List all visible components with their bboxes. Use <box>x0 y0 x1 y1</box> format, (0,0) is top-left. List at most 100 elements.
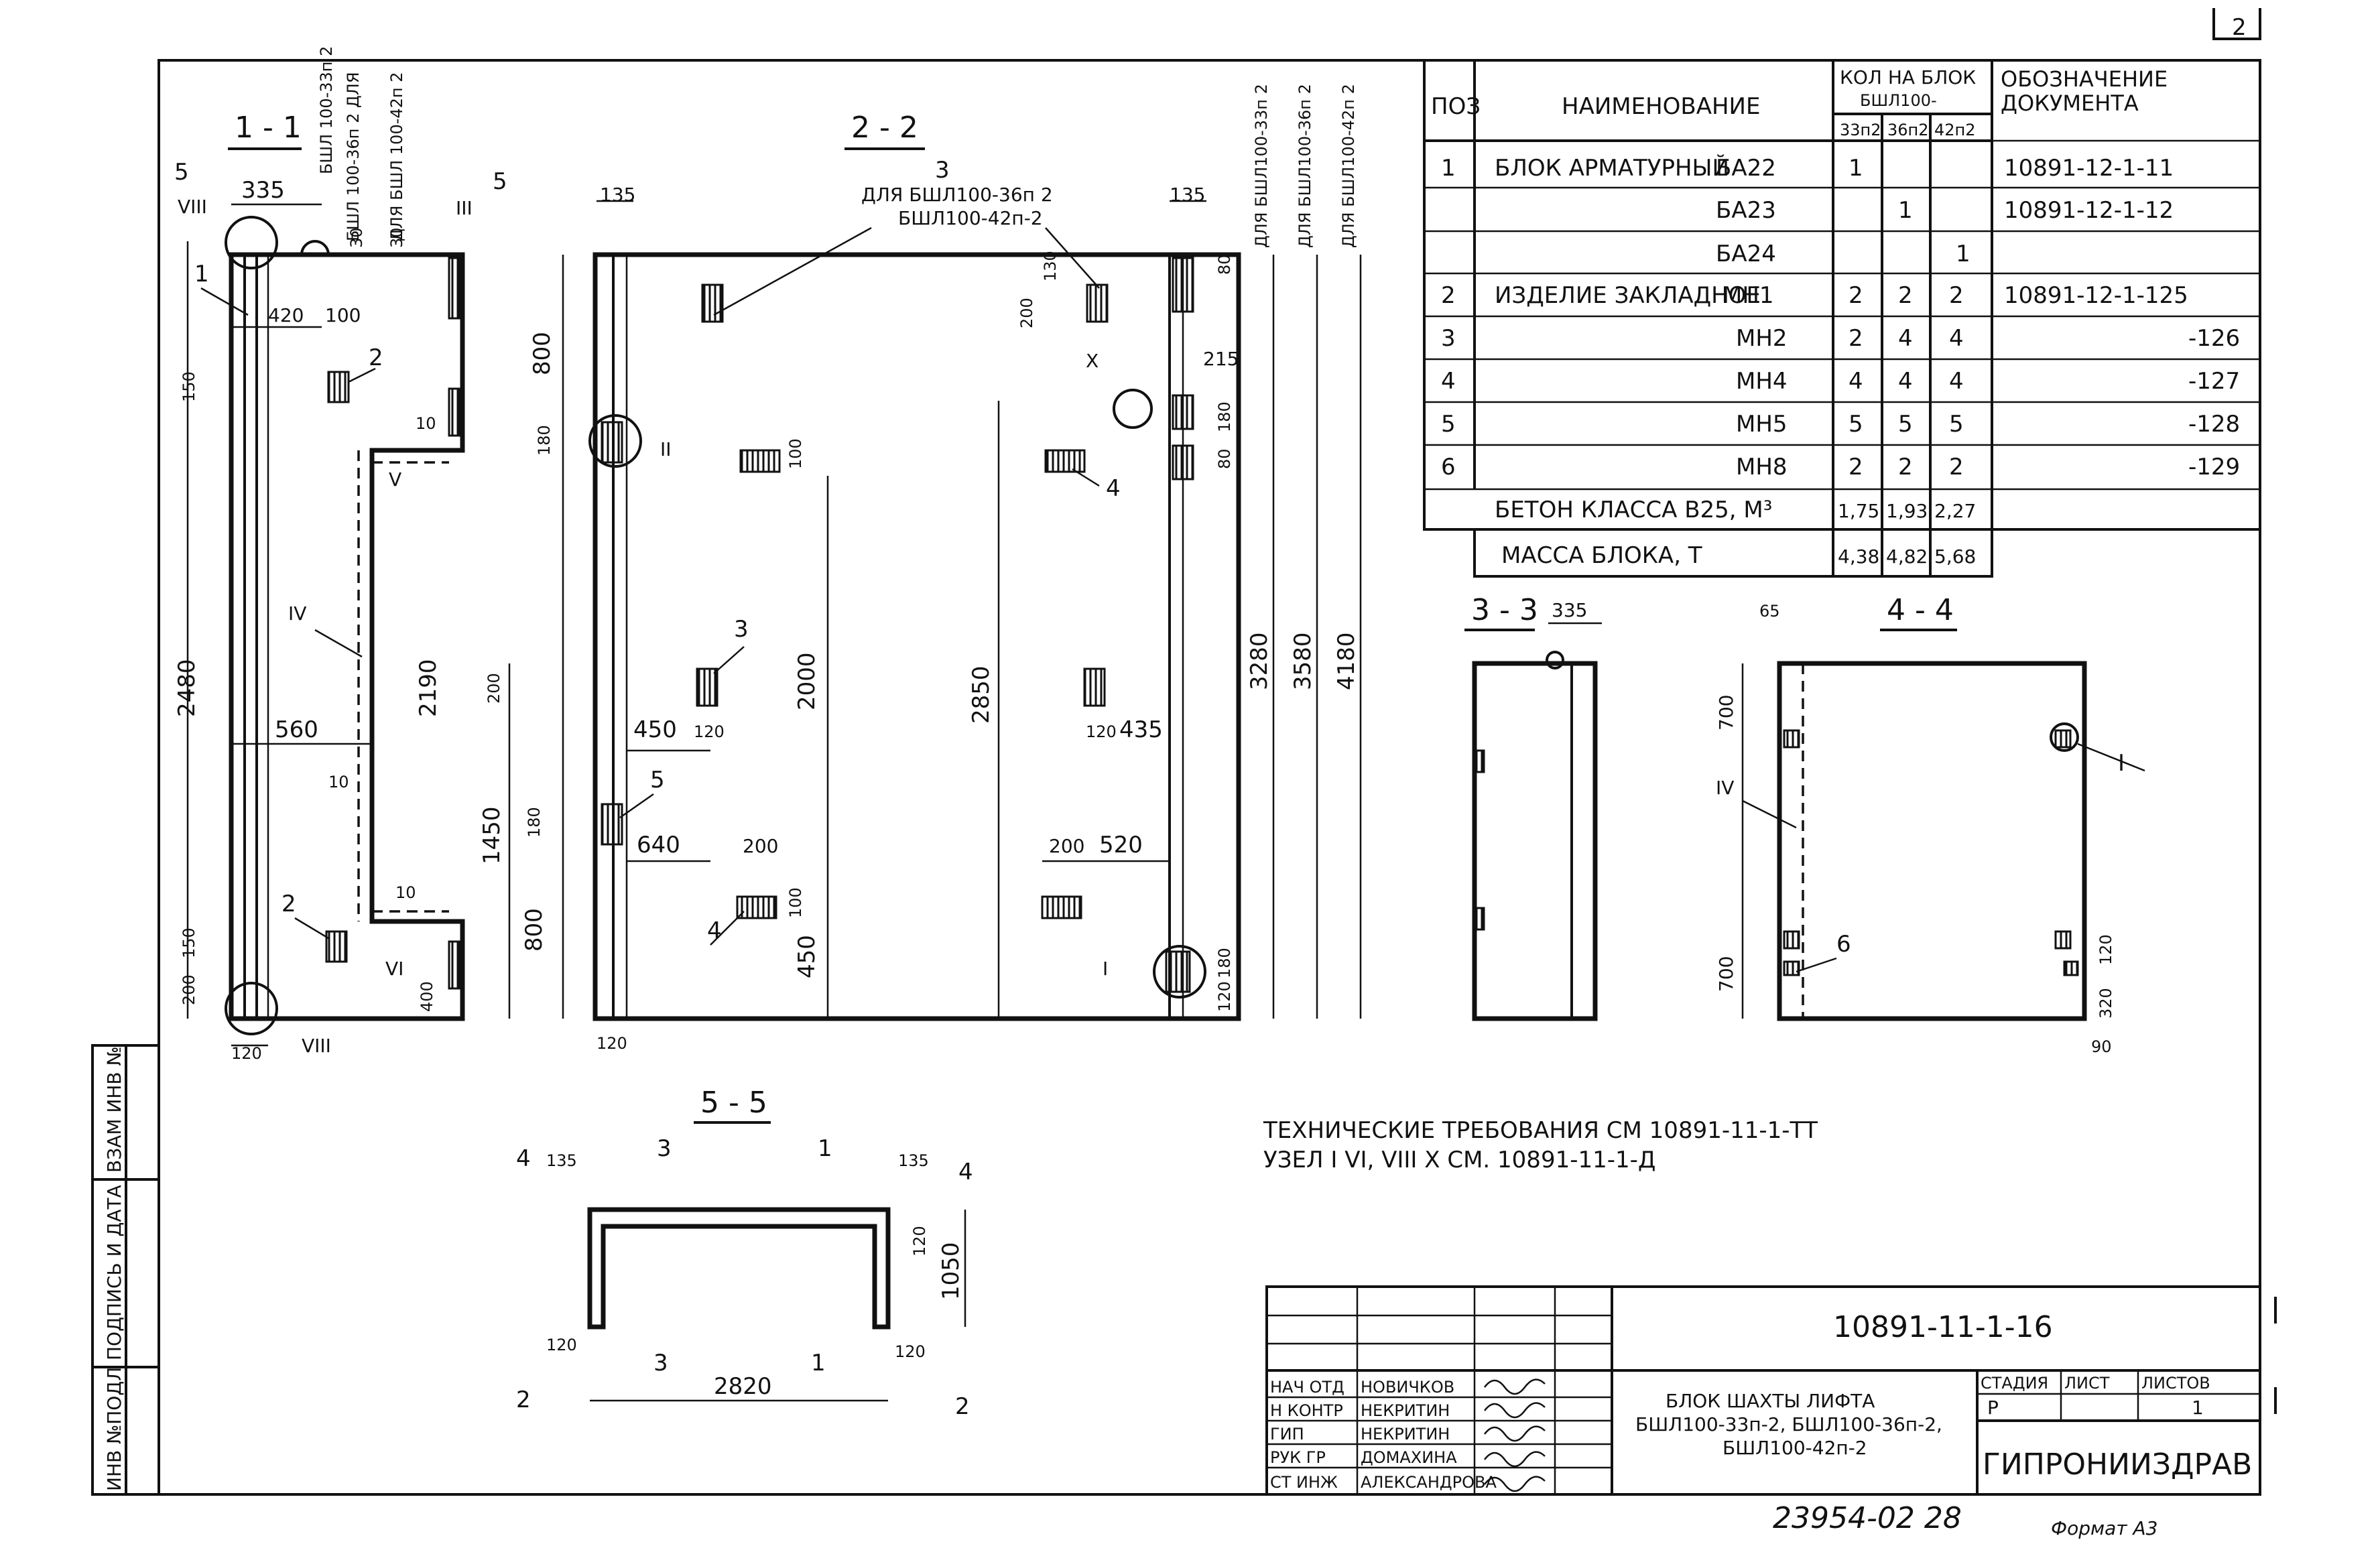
svg-text:VIII: VIII <box>178 196 207 218</box>
svg-text:ДОМАХИНА: ДОМАХИНА <box>1361 1448 1457 1467</box>
svg-text:5: 5 <box>1898 411 1913 438</box>
svg-text:200: 200 <box>485 673 503 704</box>
svg-text:2: 2 <box>1949 454 1964 480</box>
svg-text:2: 2 <box>1849 325 1863 352</box>
header-pos: ПОЗ <box>1431 93 1481 120</box>
svg-text:180: 180 <box>535 425 554 456</box>
signature-mark <box>1484 1476 1546 1492</box>
svg-text:-129: -129 <box>2188 454 2240 480</box>
section-3-3: 3 - 3 335 <box>1464 593 1602 1021</box>
svg-text:4: 4 <box>1949 368 1964 395</box>
svg-text:320: 320 <box>2096 988 2115 1019</box>
signature-mark <box>1484 1425 1546 1442</box>
svg-text:120: 120 <box>1215 981 1234 1012</box>
svg-text:1: 1 <box>1898 197 1913 224</box>
sheet-footer-code: 23954-02 28 <box>1773 1501 1962 1535</box>
svg-text:2: 2 <box>1949 282 1964 309</box>
svg-text:1: 1 <box>1956 241 1970 267</box>
table-row: 4 МН4 4 4 4 -127 <box>1441 368 2240 395</box>
svg-text:ДЛЯ БШЛ100-42п 2: ДЛЯ БШЛ100-42п 2 <box>1339 84 1358 248</box>
svg-text:1: 1 <box>1441 155 1456 182</box>
svg-text:1,75: 1,75 <box>1838 500 1879 522</box>
svg-text:ИЗДЕЛИЕ ЗАКЛАДНОЕ: ИЗДЕЛИЕ ЗАКЛАДНОЕ <box>1495 282 1761 309</box>
svg-text:100: 100 <box>325 304 361 326</box>
svg-text:2: 2 <box>1898 454 1913 480</box>
svg-text:4: 4 <box>516 1145 531 1172</box>
svg-text:4: 4 <box>958 1159 973 1185</box>
svg-text:640: 640 <box>637 832 680 858</box>
svg-text:IV: IV <box>288 602 306 625</box>
header-col-33: 33п2 <box>1840 121 1881 139</box>
svg-text:120: 120 <box>2096 934 2115 965</box>
svg-text:6: 6 <box>1836 931 1851 958</box>
svg-text:1450: 1450 <box>479 806 505 864</box>
page-number-box <box>2212 8 2261 40</box>
svg-text:180: 180 <box>1215 401 1234 432</box>
svg-text:БА24: БА24 <box>1716 241 1776 267</box>
title-line-3: БШЛ100-42п-2 <box>1723 1437 1867 1459</box>
svg-text:4,38: 4,38 <box>1838 545 1879 568</box>
header-doc-wrap: ОБОЗНАЧЕНИЕ ДОКУМЕНТА <box>2001 67 2168 116</box>
svg-text:120: 120 <box>231 1044 262 1063</box>
svg-text:2000: 2000 <box>794 652 820 710</box>
svg-text:ДЛЯ БШЛ 100-42п 2: ДЛЯ БШЛ 100-42п 2 <box>387 72 406 241</box>
section-1-1: 1 - 1 335 420 100 560 150 2480 2190 200 … <box>174 46 507 1063</box>
header-doc: ОБОЗНАЧЕНИЕ ДОКУМЕНТА <box>2001 67 2168 116</box>
role-row: РУК ГР ДОМАХИНА <box>1270 1448 1457 1467</box>
stamp-signature-date: ПОДПИСЬ И ДАТА <box>103 1185 125 1360</box>
table-row: 6 МН8 2 2 2 -129 <box>1441 454 2240 480</box>
svg-text:-126: -126 <box>2188 325 2240 352</box>
svg-text:180: 180 <box>525 807 544 838</box>
spec-table: ПОЗ НАИМЕНОВАНИЕ КОЛ НА БЛОК БШЛ100- 33п… <box>1423 59 2261 578</box>
format-label: Формат А3 <box>2051 1517 2157 1539</box>
svg-text:4180: 4180 <box>1333 632 1360 690</box>
svg-text:10: 10 <box>395 883 416 902</box>
svg-text:120: 120 <box>597 1034 627 1053</box>
header-name: НАИМЕНОВАНИЕ <box>1562 93 1760 120</box>
svg-text:120: 120 <box>910 1226 929 1257</box>
svg-text:БШЛ100-42п-2: БШЛ100-42п-2 <box>898 207 1043 229</box>
table-row: БА24 1 <box>1716 241 1970 267</box>
svg-text:2: 2 <box>955 1393 970 1420</box>
svg-text:3280: 3280 <box>1246 632 1273 690</box>
svg-text:МН8: МН8 <box>1736 454 1788 480</box>
drawing-frame <box>158 59 2261 1496</box>
svg-text:80: 80 <box>1215 448 1234 469</box>
svg-text:ДЛЯ БШЛ100-36п 2: ДЛЯ БШЛ100-36п 2 <box>1296 84 1314 248</box>
svg-text:1: 1 <box>818 1135 832 1162</box>
svg-text:120: 120 <box>694 722 725 741</box>
page-number: 2 <box>2232 14 2247 41</box>
section-title-3-3: 3 - 3 <box>1471 593 1538 627</box>
svg-text:420: 420 <box>268 304 304 326</box>
sheet-label: ЛИСТ <box>2064 1374 2110 1393</box>
svg-text:НЕКРИТИН: НЕКРИТИН <box>1361 1425 1450 1443</box>
svg-text:10891-12-1-11: 10891-12-1-11 <box>2004 155 2174 182</box>
svg-text:10891-12-1-12: 10891-12-1-12 <box>2004 197 2174 224</box>
svg-text:5: 5 <box>174 159 189 186</box>
table-row: 3 МН2 2 4 4 -126 <box>1441 325 2240 352</box>
table-row: МАССА БЛОКА, Т 4,38 4,82 5,68 <box>1501 542 1976 569</box>
sheets-label: ЛИСТОВ <box>2141 1374 2210 1393</box>
svg-text:450: 450 <box>633 716 677 743</box>
svg-text:МН2: МН2 <box>1736 325 1788 352</box>
svg-text:2850: 2850 <box>968 665 995 724</box>
header-col-42: 42п2 <box>1934 121 1976 139</box>
role-row: Н КОНТР НЕКРИТИН <box>1270 1401 1450 1420</box>
stamp-vzam-inv: ВЗАМ ИНВ № <box>103 1046 125 1173</box>
svg-text:2190: 2190 <box>415 659 442 717</box>
svg-text:-127: -127 <box>2188 368 2240 395</box>
svg-text:IV: IV <box>1716 777 1734 799</box>
svg-text:НАЧ ОТД: НАЧ ОТД <box>1270 1378 1344 1397</box>
svg-text:III: III <box>456 197 473 219</box>
svg-text:120: 120 <box>895 1342 926 1361</box>
table-row: 5 МН5 5 5 5 -128 <box>1441 411 2240 438</box>
svg-text:130: 130 <box>1041 251 1060 281</box>
tech-requirements-note: ТЕХНИЧЕСКИЕ ТРЕБОВАНИЯ СМ 10891-11-1-ТТ <box>1263 1117 1818 1144</box>
svg-text:3: 3 <box>1441 325 1456 352</box>
svg-text:МН4: МН4 <box>1736 368 1788 395</box>
svg-text:3: 3 <box>734 616 749 643</box>
svg-text:10891-12-1-125: 10891-12-1-125 <box>2004 282 2188 309</box>
svg-text:БА22: БА22 <box>1716 155 1776 182</box>
